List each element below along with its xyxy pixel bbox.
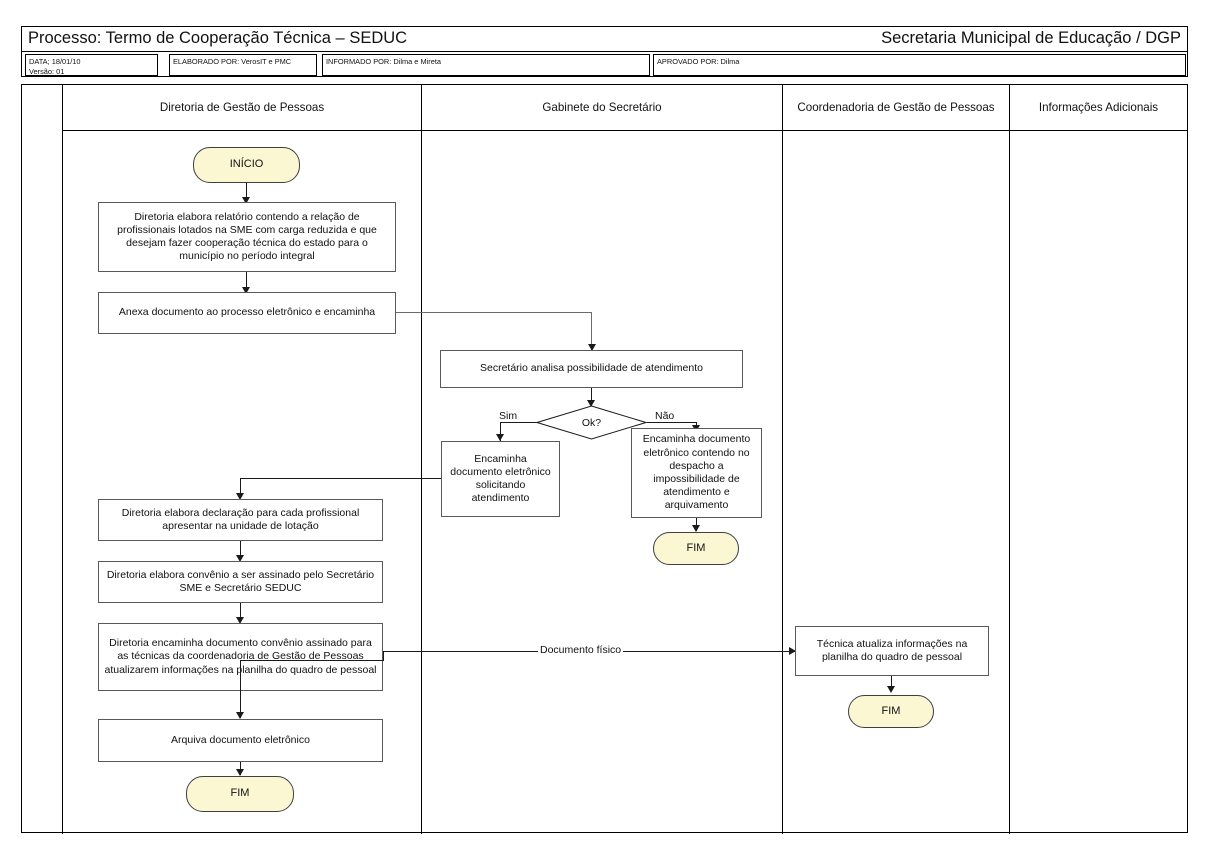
connector-d5-to-d6-tail	[240, 691, 241, 718]
connector-d4-to-d5	[240, 603, 241, 622]
arrowhead-decision-sim	[496, 434, 504, 441]
organization-title: Secretaria Municipal de Educação / DGP	[881, 29, 1181, 47]
edge-label-sim: Sim	[497, 410, 520, 422]
connector-d3-to-d4	[240, 541, 241, 560]
connector-d6-to-end	[240, 762, 241, 775]
page-title: Processo: Termo de Cooperação Técnica – …	[28, 29, 408, 47]
lane-body-coordenadoria-gestao-pessoas	[783, 131, 1010, 834]
lane-label: Diretoria de Gestão de Pessoas	[159, 101, 325, 114]
meta-informado: INFORMADO POR: Dilma e Mireta	[322, 54, 650, 76]
connector-yesbox-to-d3-h	[240, 478, 443, 479]
node-end-fim-gabinete[interactable]: FIM	[653, 532, 739, 565]
lane-header-diretoria-gestao-pessoas: Diretoria de Gestão de Pessoas	[63, 85, 422, 131]
connector-decision-sim-h	[500, 422, 537, 423]
meta-elaborado: ELABORADO POR: VerosIT e PMC	[169, 54, 317, 76]
lane-body-informacoes-adicionais	[1010, 131, 1187, 834]
node-decision-ok[interactable]: Ok?	[536, 405, 647, 440]
lane-body-gabinete-secretario	[422, 131, 783, 834]
document-header: Processo: Termo de Cooperação Técnica – …	[21, 26, 1188, 77]
lane-label: Gabinete do Secretário	[542, 101, 662, 114]
lane-label: Coordenadoria de Gestão de Pessoas	[797, 101, 995, 114]
connector-nobox-to-end	[696, 518, 697, 531]
arrowhead-g1-to-decision	[587, 400, 595, 407]
node-d5-encaminha-convenio[interactable]: Diretoria encaminha documento convênio a…	[98, 623, 383, 691]
node-d2-anexa-documento[interactable]: Anexa documento ao processo eletrônico e…	[98, 292, 396, 334]
lane-header-gabinete-secretario: Gabinete do Secretário	[422, 85, 783, 131]
lane-body-spacer	[22, 131, 63, 834]
lane-header-informacoes-adicionais: Informações Adicionais	[1010, 85, 1187, 131]
arrowhead-d3-to-d4	[236, 555, 244, 562]
node-c1-tecnica-atualiza[interactable]: Técnica atualiza informações na planilha…	[795, 626, 989, 676]
edge-label-nao: Não	[653, 410, 677, 422]
meta-version: Versão: 01	[29, 66, 65, 76]
node-d3-elabora-declaracao[interactable]: Diretoria elabora declaração para cada p…	[98, 499, 383, 541]
arrowhead-c1-to-end	[887, 686, 895, 693]
connector-start-to-d1	[246, 183, 247, 202]
swimlane-frame: Diretoria de Gestão de Pessoas Gabinete …	[21, 84, 1188, 834]
node-d6-arquiva-documento[interactable]: Arquiva documento eletrônico	[98, 719, 383, 762]
arrowhead-nobox-to-end	[692, 525, 700, 532]
decision-label: Ok?	[581, 416, 602, 429]
arrowhead-d4-to-d5	[236, 617, 244, 624]
node-d1-elabora-relatorio[interactable]: Diretoria elabora relatório contendo a r…	[98, 202, 396, 272]
meta-date: DATA; 18/01/10	[29, 57, 81, 66]
connector-d5-to-d6-v	[240, 660, 241, 698]
lane-body-diretoria-gestao-pessoas	[63, 131, 422, 834]
arrowhead-d5-to-c1	[789, 647, 796, 655]
arrowhead-d6-to-end	[236, 769, 244, 776]
arrowhead-d2-to-g1	[588, 344, 596, 351]
connector-g1-to-decision	[591, 388, 592, 405]
node-end-fim-coordenadoria[interactable]: FIM	[848, 695, 934, 728]
node-end-fim-diretoria[interactable]: FIM	[186, 776, 294, 812]
diamond-icon	[536, 405, 647, 440]
connector-yesbox-to-d3-v	[240, 478, 241, 498]
connector-decision-nao-h	[647, 422, 697, 423]
connector-d5-jog-v	[383, 651, 384, 661]
node-g-no-encaminha-impossibilidade[interactable]: Encaminha documento eletrônico contendo …	[631, 428, 762, 518]
lane-label: Informações Adicionais	[1038, 101, 1159, 114]
arrowhead-start-to-d1	[242, 197, 250, 204]
edge-label-documento-fisico: Documento físico	[538, 644, 624, 656]
connector-d2-to-g1-v	[591, 312, 592, 350]
node-g1-secretario-analisa[interactable]: Secretário analisa possibilidade de aten…	[440, 350, 743, 388]
node-g-yes-encaminha-solicitando[interactable]: Encaminha documento eletrônico solicitan…	[441, 441, 560, 517]
connector-decision-sim-v	[500, 422, 501, 444]
arrowhead-d1-to-d2	[242, 287, 250, 294]
connector-d5-jog-h	[240, 660, 384, 661]
node-start-inicio[interactable]: INÍCIO	[193, 147, 300, 183]
connector-d2-to-g1-h	[396, 312, 592, 313]
arrowhead-yesbox-to-d3	[236, 493, 244, 500]
lane-header-coordenadoria-gestao-pessoas: Coordenadoria de Gestão de Pessoas	[783, 85, 1010, 131]
meta-date-version: DATA; 18/01/10 Versão: 01	[25, 54, 158, 76]
connector-d1-to-d2	[246, 272, 247, 292]
meta-aprovado: APROVADO POR: Dilma	[653, 54, 1186, 76]
node-d4-elabora-convenio[interactable]: Diretoria elabora convênio a ser assinad…	[98, 561, 383, 603]
header-title-row: Processo: Termo de Cooperação Técnica – …	[22, 27, 1187, 52]
lane-header-spacer	[22, 85, 63, 131]
connector-c1-to-end	[891, 676, 892, 691]
